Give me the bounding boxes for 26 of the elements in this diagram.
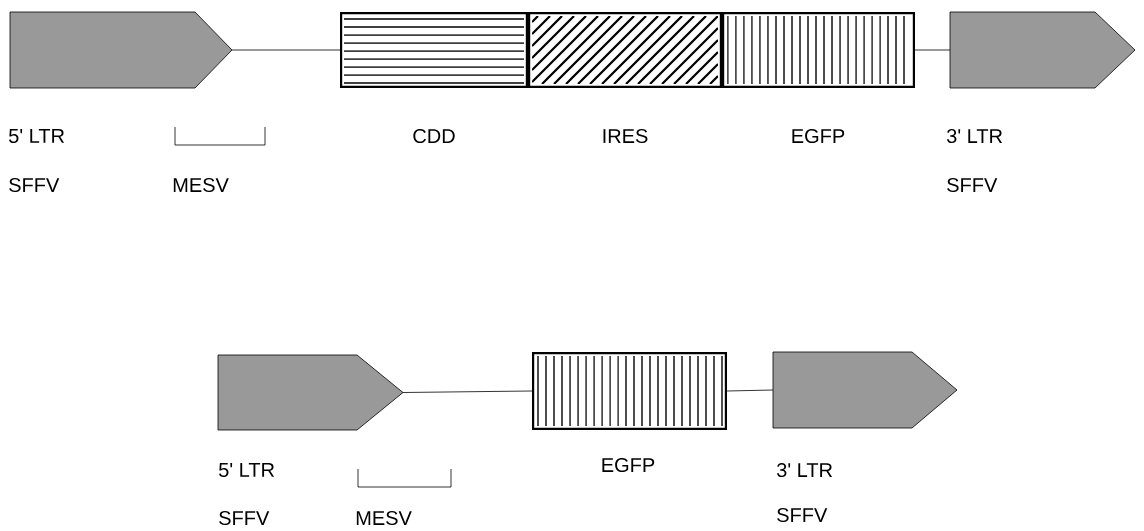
- segment-label: IRES: [603, 128, 648, 144]
- gene-segment: [340, 12, 528, 88]
- connector-line: [231, 49, 341, 51]
- gene-segment: [528, 12, 722, 88]
- segment-label: SFFV: [777, 507, 828, 523]
- segment-label: 3' LTR: [776, 462, 833, 478]
- segment-label: EGFP: [602, 457, 655, 473]
- ltr-arrow: [217, 354, 404, 431]
- gene-segment: [722, 12, 915, 88]
- segment-label: SFFV: [219, 510, 270, 526]
- ltr-arrow: [9, 11, 233, 89]
- segment-label: 3' LTR: [947, 128, 1003, 144]
- segment-label: 5' LTR: [9, 129, 65, 143]
- segment-label: 5' LTR: [219, 463, 275, 477]
- connector-line: [726, 389, 774, 392]
- segment-label: EGFP: [792, 128, 845, 144]
- segment-label: CDD: [413, 128, 455, 144]
- region-label: MESV: [173, 177, 229, 193]
- connector-line: [914, 49, 951, 51]
- region-label: MESV: [356, 510, 412, 526]
- ltr-arrow: [772, 351, 958, 429]
- ltr-arrow: [949, 11, 1136, 89]
- segment-label: SFFV: [947, 177, 998, 193]
- connector-line: [402, 390, 533, 393]
- segment-label: SFFV: [9, 177, 60, 193]
- gene-segment: [532, 352, 727, 430]
